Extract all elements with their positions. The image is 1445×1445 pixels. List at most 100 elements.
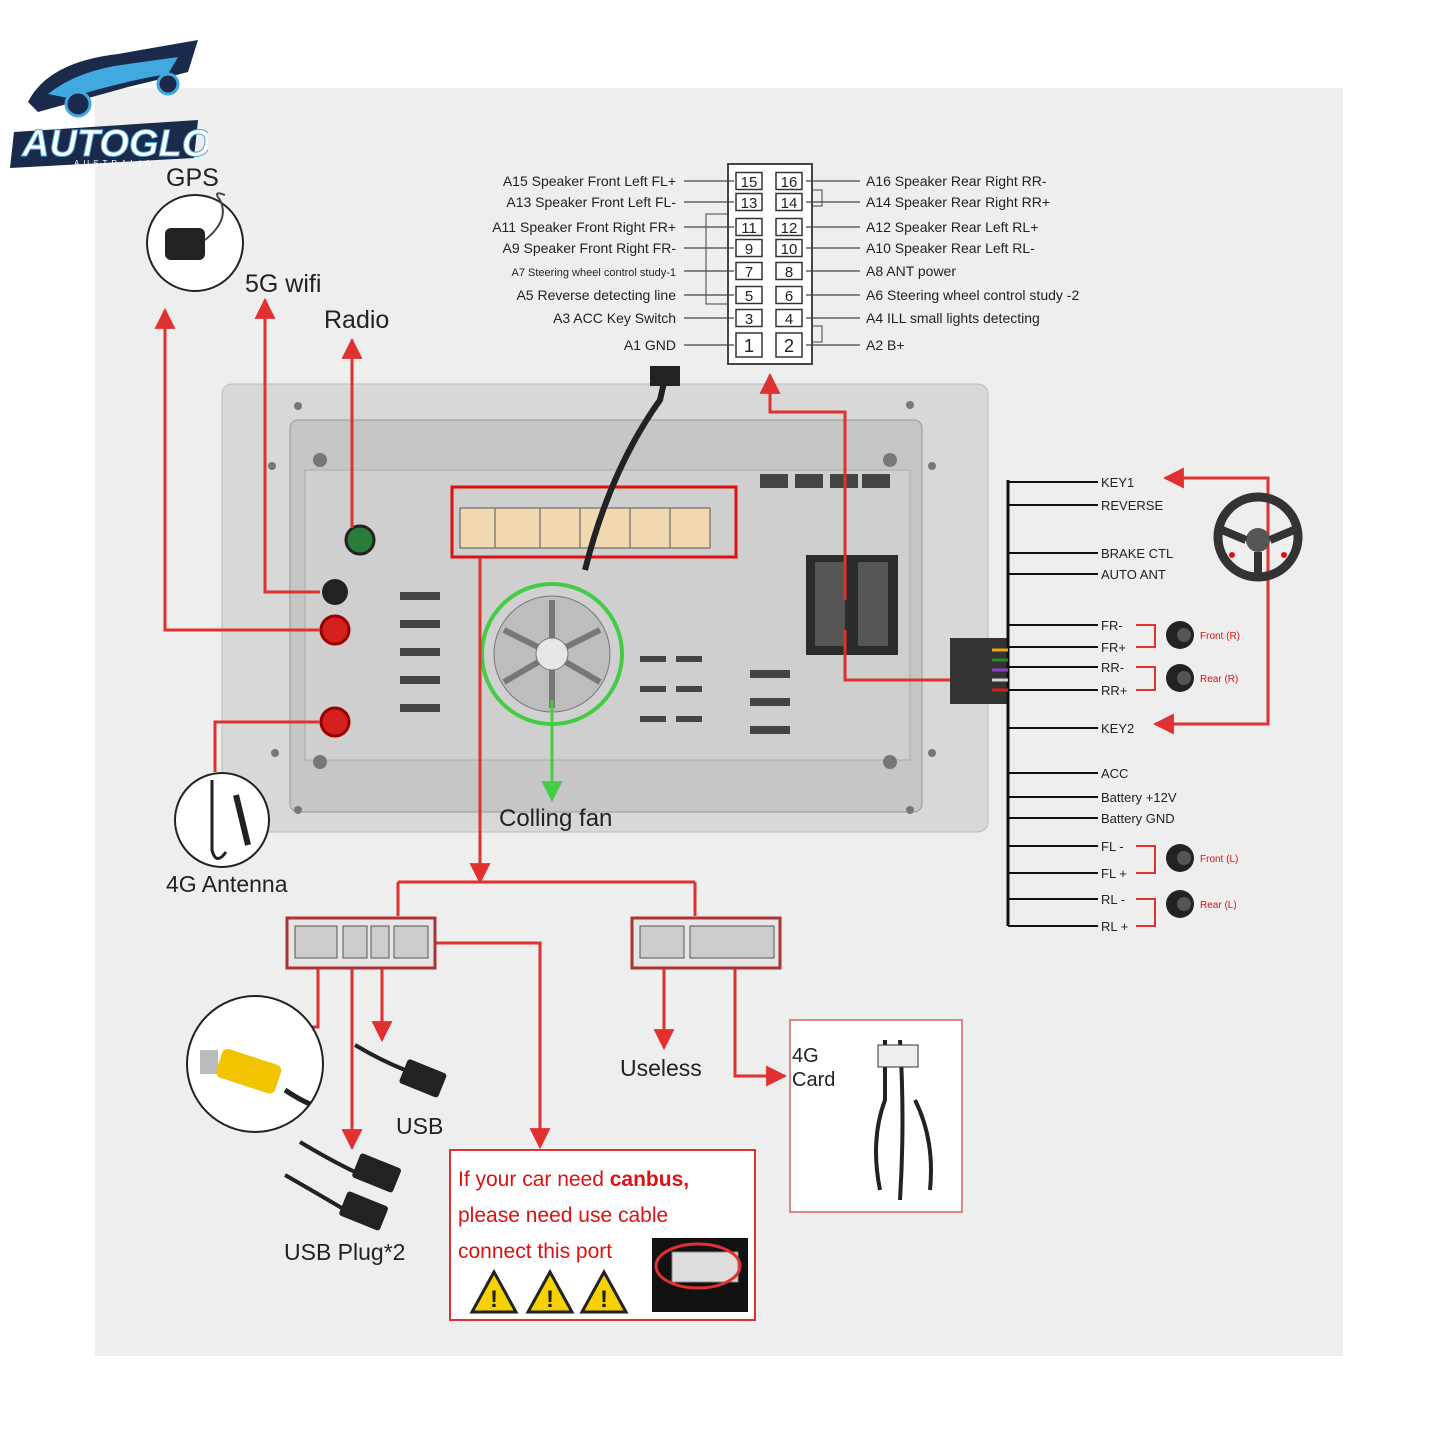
head-unit: [221, 366, 989, 833]
speaker-label: Front (L): [1200, 854, 1238, 865]
warning-icon: !: [469, 1268, 519, 1314]
speaker-wire: [1136, 624, 1156, 648]
harness-label: KEY1: [1101, 475, 1134, 490]
harness-label: FR-: [1101, 618, 1123, 633]
brand-name: AUTOGLO: [21, 123, 208, 165]
pin-right-label: A4 ILL small lights detecting: [866, 310, 1040, 326]
pin-number: 10: [781, 241, 798, 258]
rca-cable-icon: [186, 995, 324, 1133]
pin-right-label: A16 Speaker Rear Right RR-: [866, 173, 1047, 189]
pin-number: 9: [745, 241, 753, 258]
gps-icon: [146, 192, 244, 292]
warning-icon: !: [525, 1268, 575, 1314]
svg-text:!: !: [600, 1286, 608, 1313]
lower-connector-right: [630, 916, 782, 970]
pin-connector: [705, 163, 823, 365]
pin-box: [735, 238, 763, 258]
pin-right-label: A10 Speaker Rear Left RL-: [866, 240, 1035, 256]
harness-label: KEY2: [1101, 721, 1134, 736]
harness-label: BRAKE CTL: [1101, 546, 1173, 561]
harness-label: FL +: [1101, 866, 1127, 881]
harness-label: RR+: [1101, 683, 1127, 698]
pin-left-label: A3 ACC Key Switch: [553, 310, 676, 326]
pin-left-label: A7 Steering wheel control study-1: [512, 267, 676, 279]
pin-box: [775, 285, 803, 305]
speaker-wire: [1136, 666, 1156, 691]
usb-plug-label: USB Plug*2: [284, 1239, 405, 1265]
useless-label: Useless: [620, 1055, 702, 1081]
harness-label: Battery GND: [1101, 811, 1175, 826]
usb-plug-icon: [284, 1140, 401, 1231]
canbus-line2: please need use cable: [458, 1204, 668, 1227]
wifi-label: 5G wifi: [245, 270, 321, 298]
radio-label: Radio: [324, 306, 389, 334]
pin-box: [735, 332, 763, 358]
pin-number: 1: [744, 336, 754, 356]
svg-text:!: !: [546, 1286, 554, 1313]
harness-label: REVERSE: [1101, 498, 1163, 513]
pin-right-label: A8 ANT power: [866, 263, 956, 279]
harness-label: RR-: [1101, 660, 1124, 675]
svg-text:!: !: [490, 1286, 498, 1313]
usb-cable-icon: [353, 1043, 447, 1098]
speaker-wire: [1136, 898, 1156, 927]
steering-wheel-icon: [1213, 492, 1303, 582]
usb-label: USB: [396, 1113, 443, 1139]
pin-left-label: A9 Speaker Front Right FR-: [502, 240, 676, 256]
speaker-cone: [1177, 851, 1191, 865]
speaker-cone: [1177, 628, 1191, 642]
pin-box: [775, 308, 803, 328]
speaker-icons: Front (R) Rear (R) Front (L) Rear (L): [1136, 621, 1240, 927]
pin-box: [775, 332, 803, 358]
harness-label: Battery +12V: [1101, 790, 1177, 805]
speaker-label: Rear (R): [1200, 674, 1238, 685]
pin-right-label: A6 Steering wheel control study -2: [866, 287, 1079, 303]
pin-number: 12: [781, 220, 798, 237]
pin-box: [775, 171, 803, 191]
pin-box: [735, 285, 763, 305]
brand-sub: AUSTRALIA: [74, 159, 154, 168]
pin-number: 5: [745, 288, 753, 305]
speaker-cone: [1177, 671, 1191, 685]
harness-label: RL -: [1101, 892, 1125, 907]
pin-box: [775, 217, 803, 237]
pin-right-label: A2 B+: [866, 337, 905, 353]
canbus-line1-a: If your car need: [458, 1168, 610, 1191]
pin-right-label: A14 Speaker Rear Right RR+: [866, 194, 1050, 210]
speaker-label: Rear (L): [1200, 900, 1237, 911]
pin-number: 16: [781, 174, 798, 191]
pin-box: [735, 171, 763, 191]
card-4g-label-2: Card: [792, 1069, 835, 1091]
pin-box: [775, 261, 803, 281]
harness-bundle: [950, 480, 1010, 926]
pin-left-label: A15 Speaker Front Left FL+: [503, 173, 676, 189]
warning-icon: !: [579, 1268, 629, 1314]
pin-number: 14: [781, 195, 798, 212]
canbus-line1-b: canbus,: [610, 1168, 689, 1191]
harness-label: ACC: [1101, 766, 1128, 781]
speaker-cone: [1177, 897, 1191, 911]
pin-number: 4: [785, 311, 793, 328]
pin-number: 8: [785, 264, 793, 281]
canbus-line1: If your car need canbus,: [458, 1168, 689, 1191]
autoglo-logo: AUTOGLO AUSTRALIA: [10, 40, 208, 168]
pin-number: 13: [741, 195, 758, 212]
pin-left-label: A11 Speaker Front Right FR+: [492, 219, 676, 235]
gps-label: GPS: [166, 164, 219, 192]
pin-number: 7: [745, 264, 753, 281]
harness-label: AUTO ANT: [1101, 567, 1166, 582]
pin-left-label: A1 GND: [624, 337, 676, 353]
pin-number: 2: [784, 336, 794, 356]
speaker-label: Front (R): [1200, 631, 1240, 642]
pin-box: [735, 261, 763, 281]
canbus-line3: connect this port: [458, 1240, 612, 1263]
pin-box: [735, 217, 763, 237]
canbus-box: ! ! !: [449, 1149, 756, 1321]
card-4g-box: [789, 1019, 963, 1213]
pin-number: 11: [741, 220, 757, 237]
pin-box: [735, 308, 763, 328]
pin-box: [775, 238, 803, 258]
connection-wires: [154, 297, 1270, 1151]
harness-label: RL +: [1101, 919, 1128, 934]
